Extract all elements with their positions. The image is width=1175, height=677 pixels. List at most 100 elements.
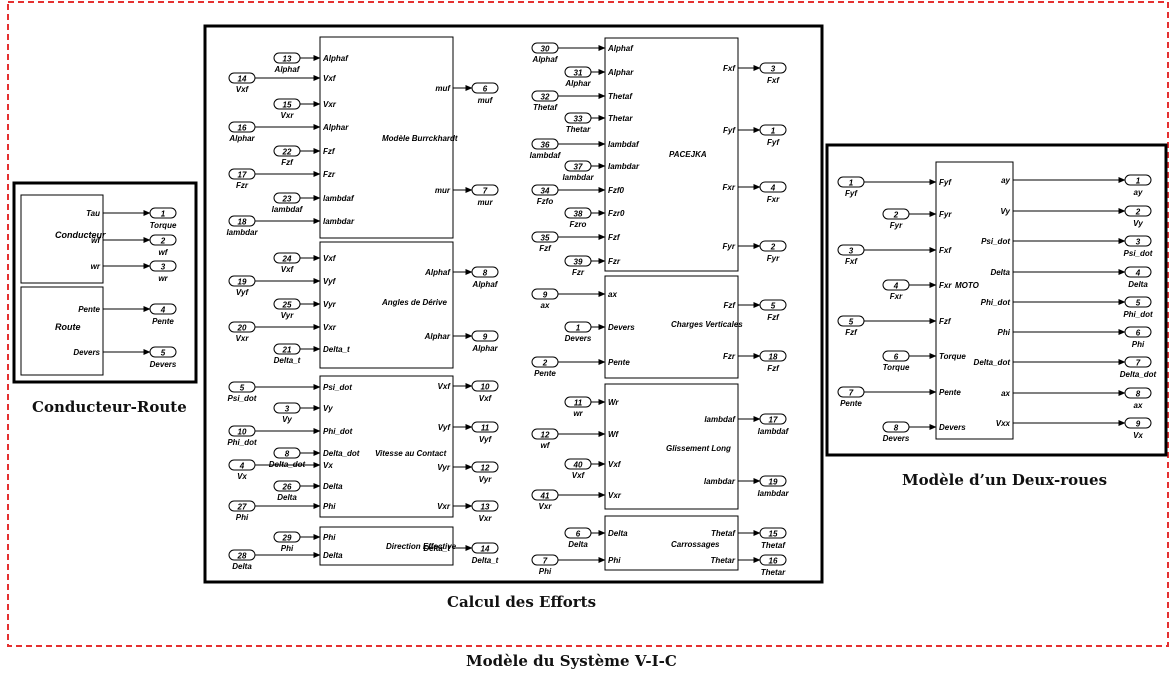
moto-outport-number: 2: [1135, 208, 1141, 217]
vitesse-outport-pill: [471, 500, 499, 512]
vitesse-output-port: Vyr: [437, 463, 451, 472]
pacejka-input-port: Alphar: [607, 68, 634, 77]
glissement-output-port: lambdar: [704, 477, 736, 486]
moto-output-port: Phi_dot: [981, 298, 1011, 307]
charges-inport-label: Devers: [565, 334, 592, 343]
conducteur-outport-label: Torque: [150, 221, 177, 230]
burckhardt-output-port: muf: [435, 84, 451, 93]
moto-inport-number: 3: [849, 247, 854, 256]
carrossages-inport-number: 7: [543, 557, 548, 566]
derive-input-port: Vxf: [323, 254, 337, 263]
direction-input-port: Phi: [323, 533, 336, 542]
moto-inport-number: 6: [894, 353, 899, 362]
route-outport-pill: [149, 346, 177, 358]
vitesse-outport-number: 10: [481, 383, 490, 392]
glissement-inport-number: 40: [573, 461, 583, 470]
derive-inport-label: Vyf: [236, 288, 250, 297]
moto-outport-label: Vx: [1133, 431, 1143, 440]
vitesse-inport-label: Vx: [237, 472, 247, 481]
charges-inport-label: ax: [541, 301, 550, 310]
burckhardt-inport-number: 22: [282, 148, 292, 157]
derive-input-port: Vyr: [323, 300, 337, 309]
pacejka-inport-label: Fzfo: [537, 197, 554, 206]
moto-output-port: Delta_dot: [974, 358, 1011, 367]
conducteur-outport-pill: [149, 260, 177, 272]
glissement-inport-label: Vxr: [539, 502, 553, 511]
pacejka-outport-label: Fxf: [767, 76, 780, 85]
direction-block: [319, 526, 454, 566]
derive-outport-label: Alphaf: [472, 280, 499, 289]
burckhardt-inport-label: lambdaf: [272, 205, 304, 214]
charges-outport-pill: [759, 350, 787, 362]
pacejka-inport-label: lambdaf: [530, 151, 562, 160]
vitesse-input-port: Delta: [323, 482, 343, 491]
moto-outport-pill: [1124, 266, 1152, 278]
burckhardt-outport-number: 7: [483, 187, 488, 196]
derive-inport-label: Vyr: [281, 311, 295, 320]
pacejka-outport-label: Fyr: [767, 254, 780, 263]
derive-outport-label: Alphar: [471, 344, 498, 353]
charges-outport-label: Fzf: [767, 313, 780, 322]
burckhardt-title: Modèle Burrckhardt: [382, 134, 458, 143]
moto-input-port: Devers: [939, 423, 966, 432]
derive-output-port: Alphaf: [424, 268, 451, 277]
moto-inport-number: 1: [849, 179, 854, 188]
burckhardt-inport-label: Alphar: [228, 134, 255, 143]
moto-input-port: Fyf: [939, 178, 952, 187]
derive-inport-label: Vxr: [236, 334, 250, 343]
carrossages-inport-label: Delta: [568, 540, 588, 549]
derive-inport-number: 21: [282, 346, 292, 355]
system-boundary: [7, 1, 1169, 647]
moto-inport-number: 5: [849, 318, 854, 327]
vitesse-output-port: Vxf: [438, 382, 452, 391]
moto-output-port: Vy: [1000, 207, 1010, 216]
glissement-input-port: Vxf: [608, 460, 622, 469]
carrossages-outport-label: Thetaf: [761, 541, 786, 550]
pacejka-inport-label: Fzf: [539, 244, 552, 253]
moto-inport-number: 7: [849, 389, 854, 398]
direction-outport-number: 14: [481, 545, 490, 554]
moto-outport-label: Delta: [1128, 280, 1148, 289]
moto-outport-label: Phi: [1132, 340, 1145, 349]
moto-inport-number: 2: [893, 211, 899, 220]
pacejka-inport-number: 34: [541, 187, 550, 196]
pacejka-inport-label: Thetar: [566, 125, 591, 134]
pacejka-block: [604, 37, 739, 272]
moto-output-port: Phi: [998, 328, 1011, 337]
carrossages-outport-number: 16: [769, 557, 778, 566]
moto-title: MOTO: [955, 281, 980, 290]
moto-outport-label: Phi_dot: [1123, 310, 1153, 319]
vitesse-output-port: Vyf: [438, 423, 452, 432]
carrossages-output-port: Thetaf: [711, 529, 736, 538]
charges-inport-number: 9: [543, 291, 548, 300]
glissement-outport-number: 19: [769, 478, 778, 487]
carrossages-outport-number: 15: [769, 530, 778, 539]
vitesse-inport-number: 4: [239, 462, 245, 471]
direction-output-port: Delta_t: [423, 544, 450, 553]
glissement-block: [604, 383, 739, 510]
pacejka-inport-number: 30: [541, 45, 550, 54]
pacejka-inport-number: 37: [574, 163, 583, 172]
glissement-outport-pill: [759, 475, 787, 487]
pacejka-inport-number: 36: [541, 141, 550, 150]
moto-output-port: Psi_dot: [981, 237, 1010, 246]
carrossages-outport-pill: [759, 554, 787, 566]
conducteur-outport-label: wr: [158, 274, 168, 283]
route-title: Route: [55, 322, 81, 332]
charges-inport-label: Pente: [534, 369, 556, 378]
moto-outport-number: 5: [1136, 299, 1141, 308]
carrossages-outport-pill: [759, 527, 787, 539]
derive-title: Angles de Dérive: [381, 298, 447, 307]
charges-outport-pill: [759, 299, 787, 311]
moto-inport-label: Fxf: [845, 257, 858, 266]
pacejka-outport-number: 4: [770, 184, 776, 193]
moto-output-port: Delta: [990, 268, 1010, 277]
pacejka-outport-label: Fxr: [767, 195, 780, 204]
burckhardt-inport-number: 13: [283, 55, 292, 64]
pacejka-outport-pill: [759, 181, 787, 193]
direction-inport-label: Phi: [281, 544, 294, 553]
derive-inport-number: 24: [282, 255, 292, 264]
moto-inport-number: 8: [894, 424, 899, 433]
